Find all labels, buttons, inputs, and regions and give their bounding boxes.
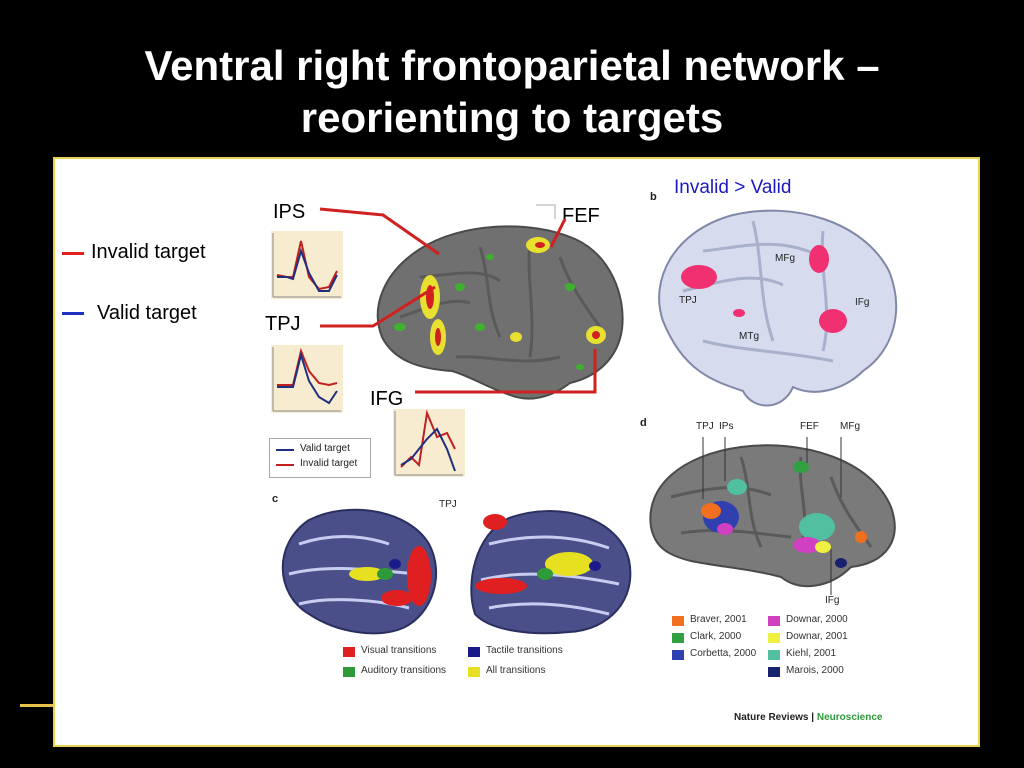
mini-legend-invalid-label: Invalid target [300,458,358,469]
panel-d-legend-downar2000: Downar, 2000 [786,614,848,625]
panel-c-swatch-visual [343,647,355,657]
panel-d-swatch-clark [672,633,684,643]
mini-legend-valid-label: Valid target [300,443,350,454]
slide-title: Ventral right frontoparietal network – r… [0,40,1024,144]
credit-journal: Nature Reviews [734,712,809,723]
timecourse-ifg [393,409,465,477]
panel-d-legend-downar2001: Downar, 2001 [786,631,848,642]
credit-section: Neuroscience [816,712,883,723]
legend-valid-line [62,312,84,315]
title-line-2: reorienting to targets [300,94,724,141]
journal-credit: Nature Reviews | Neuroscience [734,712,882,723]
panel-b-heading: Invalid > Valid [674,177,792,198]
panel-b-label-ifg: IFg [855,297,870,308]
label-ips: IPS [273,201,306,223]
panel-b-label-mfg: MFg [775,253,795,264]
label-tpj: TPJ [265,313,301,335]
label-ifg: IFG [370,388,404,410]
credit-separator: | [811,712,815,723]
panel-d-letter: d [640,417,647,429]
mini-legend-invalid-line [276,464,294,466]
slide-accent-line [20,704,54,707]
panel-c-legend-all: All transitions [486,665,546,676]
panel-d-legend-marois: Marois, 2000 [786,665,844,676]
brain-panel-d [649,437,896,595]
brain-panel-b [643,201,905,415]
panel-d-legend-corbetta: Corbetta, 2000 [690,648,757,659]
figure-panel: Invalid target Valid target IPS FEF TPJ … [53,157,980,747]
panel-b-letter: b [650,191,657,203]
panel-c-legend-visual: Visual transitions [361,645,437,656]
panel-d-label-mfg: MFg [840,421,860,432]
panel-d-legend-kiehl: Kiehl, 2001 [786,648,837,659]
panel-c-swatch-tactile [468,647,480,657]
panel-c-legend-auditory: Auditory transitions [361,665,447,676]
panel-d-swatch-kiehl [768,650,780,660]
timecourse-tpj [271,345,343,413]
brains-panel-c [281,508,632,635]
legend-valid-label: Valid target [97,302,197,324]
panel-d-legend-clark: Clark, 2000 [690,631,742,642]
panel-d-label-ips: IPs [719,421,734,432]
timecourse-ips [271,231,343,299]
brain-lateral-activation [376,225,624,400]
panel-b-label-tpj: TPJ [679,295,697,306]
panel-c-swatch-all [468,667,480,677]
mini-legend-box: Valid target Invalid target [269,438,371,478]
panel-d-label-tpj: TPJ [696,421,714,432]
panel-d-swatch-braver [672,616,684,626]
panel-c-letter: c [272,493,279,505]
mini-legend-valid-line [276,449,294,451]
legend-invalid-label: Invalid target [91,241,206,263]
legend-invalid-line [62,252,84,255]
panel-d-swatch-marois [768,667,780,677]
panel-c-legend-tactile: Tactile transitions [486,645,563,656]
panel-c-label-tpj: TPJ [439,499,457,510]
title-line-1: Ventral right frontoparietal network – [144,42,880,89]
panel-c-swatch-auditory [343,667,355,677]
panel-d-label-ifg: IFg [825,595,840,606]
panel-d-label-fef: FEF [800,421,819,432]
panel-d-swatch-downar2001 [768,633,780,643]
panel-d-swatch-downar2000 [768,616,780,626]
label-fef: FEF [562,205,600,227]
panel-d-legend-braver: Braver, 2001 [690,614,747,625]
panel-b-label-mtg: MTg [739,331,759,342]
connector-lines [319,204,597,394]
panel-d-swatch-corbetta [672,650,684,660]
